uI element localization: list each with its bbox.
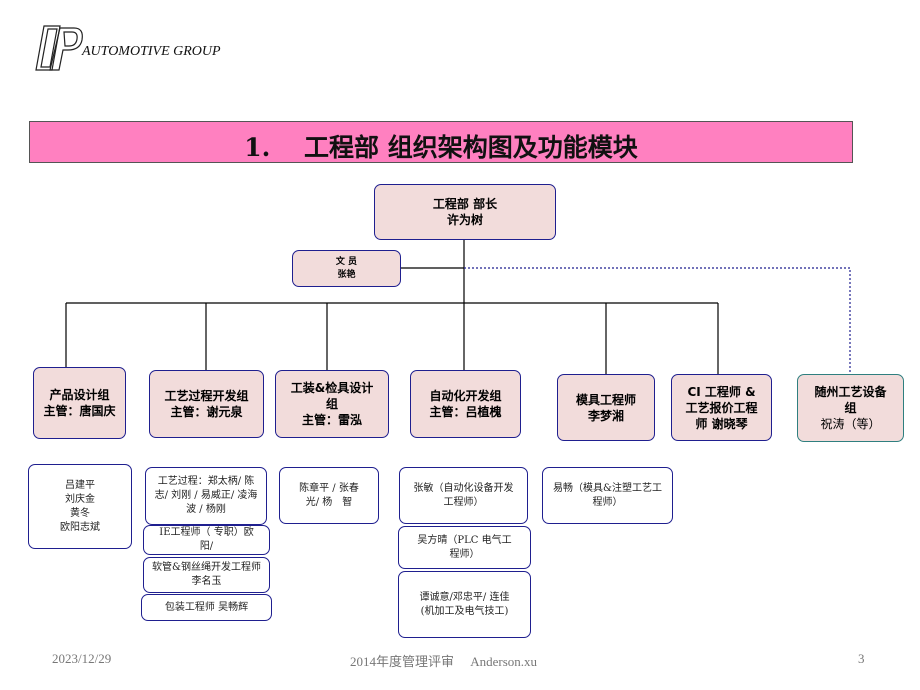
- member-name: 欧阳志斌: [60, 521, 100, 533]
- group-manager: 主管：雷泓: [301, 413, 362, 427]
- group-title: 工装&检具设计组: [290, 381, 374, 411]
- member-name: 吕建平: [65, 479, 95, 491]
- head-title: 工程部 部长: [432, 197, 498, 211]
- member-names: 陈章平 / 张春光/ 杨 智: [299, 482, 359, 508]
- group-manager: 主管：谢元泉: [170, 405, 243, 419]
- member-name: 刘庆金: [65, 493, 95, 505]
- clerk-box: 文 员 张艳: [292, 250, 401, 287]
- member-names: 软管&钢丝绳开发工程师 李名玉: [152, 562, 261, 587]
- company-logo: [30, 20, 230, 80]
- group-manager: 主管：唐国庆: [43, 404, 116, 418]
- group-product-design: 产品设计组 主管：唐国庆: [33, 367, 126, 439]
- member-box-product-design: 吕建平 刘庆金 黄冬 欧阳志斌: [28, 464, 132, 549]
- logo-emblem-icon: [35, 25, 83, 71]
- dotted-reporting-line: [464, 267, 851, 374]
- group-suizhou-process: 随州工艺设备组 祝涛（等）: [797, 374, 904, 442]
- group-manager: 主管：吕植槐: [429, 405, 502, 419]
- group-manager: 祝涛（等）: [820, 417, 881, 431]
- footer-center: 2014年度管理评审 Anderson.xu: [350, 654, 538, 669]
- head-box: 工程部 部长 许为树: [374, 184, 556, 240]
- member-name: 黄冬: [70, 507, 90, 519]
- group-mold-engineer: 模具工程师 李梦湘: [557, 374, 655, 441]
- group-title: CI 工程师 & 工艺报价工程师 谢晓琴: [685, 384, 758, 431]
- member-names: IE工程师（ 专职）欧 阳/: [159, 527, 264, 552]
- member-names: 张敏（自动化设备开发工程师）: [413, 482, 514, 508]
- member-names: 吴方晴（PLC 电气工程师）: [417, 534, 512, 560]
- clerk-name: 张艳: [337, 269, 356, 280]
- member-names: 易畅（模具&注塑工艺工程师）: [553, 482, 662, 508]
- group-fixture-design: 工装&检具设计组 主管：雷泓: [275, 370, 389, 438]
- footer-page-number: 3: [858, 651, 865, 666]
- head-name: 许为树: [446, 213, 483, 227]
- member-box-automation-engineer: 张敏（自动化设备开发工程师）: [399, 467, 528, 524]
- member-box-mold: 易畅（模具&注塑工艺工程师）: [542, 467, 673, 524]
- clerk-title: 文 员: [335, 256, 358, 267]
- group-manager: 李梦湘: [587, 408, 624, 423]
- group-automation-dev: 自动化开发组 主管：吕植槐: [410, 370, 521, 438]
- group-process-dev: 工艺过程开发组 主管：谢元泉: [149, 370, 264, 438]
- page-title: 1. 工程部 组织架构图及功能模块: [244, 133, 638, 162]
- group-title: 产品设计组: [49, 388, 110, 402]
- title-bar: 1. 工程部 组织架构图及功能模块: [29, 121, 853, 163]
- group-title: 自动化开发组: [429, 389, 502, 403]
- group-title: 随州工艺设备组: [814, 385, 887, 415]
- member-box-packaging-engineer: 包装工程师 吴畅辉: [141, 594, 272, 621]
- member-box-hose-engineer: 软管&钢丝绳开发工程师 李名玉: [143, 557, 270, 593]
- group-title: 模具工程师: [575, 392, 636, 407]
- member-box-fixture: 陈章平 / 张春光/ 杨 智: [279, 467, 379, 524]
- footer-date: 2023/12/29: [52, 651, 112, 666]
- member-names: 工艺过程：郑太柄/ 陈志/ 刘刚 / 易威正/ 凌海波 / 杨刚: [154, 476, 258, 515]
- member-box-process-engineers: 工艺过程：郑太柄/ 陈志/ 刘刚 / 易威正/ 凌海波 / 杨刚: [145, 467, 267, 525]
- group-title: 工艺过程开发组: [164, 389, 249, 403]
- member-names: 包装工程师 吴畅辉: [164, 601, 249, 613]
- logo-text: AUTOMOTIVE GROUP: [82, 44, 221, 59]
- member-box-ie-engineer: IE工程师（ 专职）欧 阳/: [143, 525, 270, 555]
- group-ci-engineer: CI 工程师 & 工艺报价工程师 谢晓琴: [671, 374, 772, 441]
- member-box-technicians: 谭诚意/邓忠平/ 连佳 (机加工及电气技工): [398, 571, 531, 638]
- member-names: 谭诚意/邓忠平/ 连佳 (机加工及电气技工): [419, 591, 510, 617]
- member-box-plc-engineer: 吴方晴（PLC 电气工程师）: [398, 526, 531, 569]
